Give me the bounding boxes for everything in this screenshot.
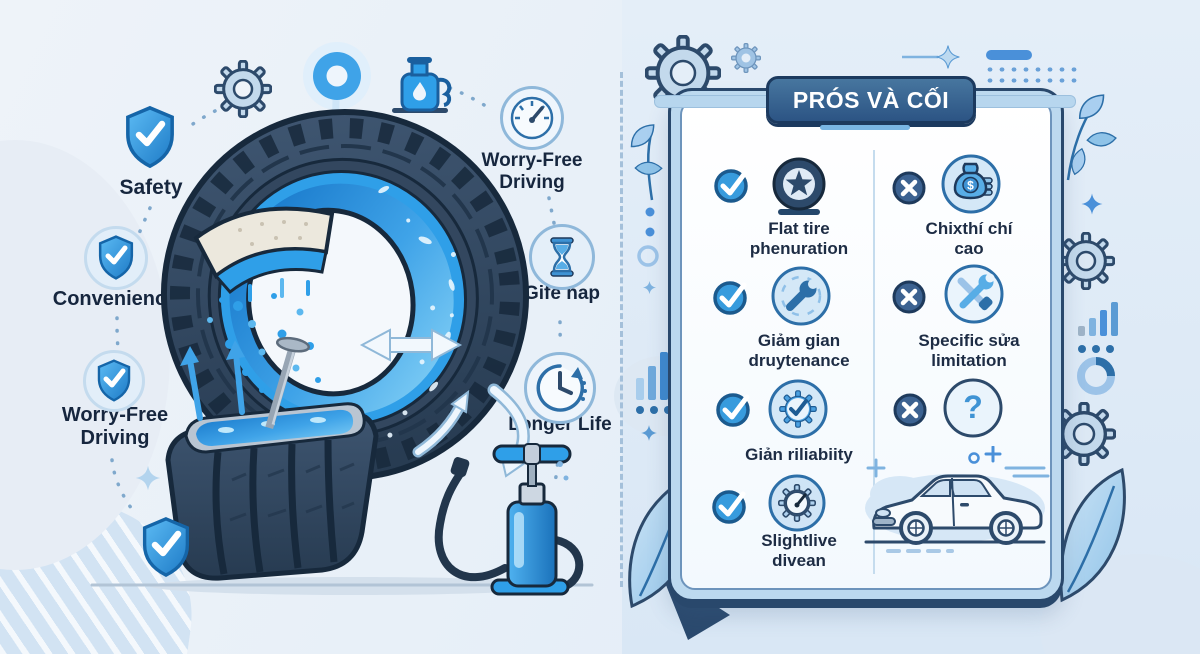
tire-wheel-icon (772, 157, 826, 215)
hourglass-icon (529, 224, 595, 290)
clock-icon (524, 352, 596, 424)
sparkle-icon (135, 465, 161, 491)
leaf-icon (1064, 94, 1117, 181)
gear-check-icon (768, 379, 828, 439)
decor-circle (637, 245, 659, 267)
plus-decor (984, 446, 1002, 463)
money-bag-icon: $ (941, 154, 1001, 214)
pro-label: Giản riliabiity (745, 445, 853, 464)
gear-gauge-icon (768, 474, 826, 532)
pro-label: Flat tire phenuration (749, 219, 849, 258)
shield-check-icon (142, 517, 190, 577)
svg-text:$: $ (967, 179, 974, 193)
speed-lines (1004, 466, 1050, 478)
tire-cross-section (165, 402, 379, 581)
shield-check-icon (83, 350, 145, 412)
car-wheel (899, 511, 933, 545)
check-icon (716, 393, 750, 427)
pros-cons-panel: Flat tire phenuration Giảm gian druytena… (668, 88, 1064, 602)
car-illustration (864, 446, 1050, 553)
escape-arrows (180, 340, 245, 421)
column-divider (873, 150, 875, 574)
pro-label: Giảm gian druytenance (748, 331, 850, 370)
decor-bar (986, 50, 1032, 60)
circle-decor (968, 452, 980, 464)
car-wheel (989, 511, 1023, 545)
svg-text:?: ? (963, 389, 983, 425)
check-icon (714, 169, 748, 203)
decor-dot (645, 207, 655, 217)
air-pump-icon (434, 443, 584, 596)
benefit-label: Worry-Free Driving (61, 404, 169, 449)
dotted-connectors (110, 86, 563, 514)
badge-underline (820, 125, 910, 130)
shield-check-icon (84, 226, 148, 290)
gear-icon (731, 43, 761, 73)
sealant-canister-icon (392, 57, 452, 113)
cross-icon (892, 280, 926, 314)
shield-check-icon (126, 106, 174, 168)
gear-icon (1057, 232, 1115, 290)
gear-icon (1052, 402, 1116, 466)
pro-label: Slightlive divean (761, 531, 837, 570)
dot-grid (984, 64, 1078, 85)
panel-header-badge: PRÓS VÀ CỐI (766, 76, 976, 124)
question-mark-icon: ? (943, 378, 1003, 438)
benefit-label: Safety (119, 176, 183, 199)
leaf-icon (1059, 467, 1126, 603)
gear-icon (645, 35, 721, 111)
cross-icon (893, 393, 927, 427)
check-icon (713, 281, 747, 315)
decor-dot (645, 227, 655, 237)
curved-arrow-up-icon (412, 389, 470, 458)
tire-cutaway-lip (193, 206, 335, 295)
tread-grooves (212, 439, 338, 575)
tire-illustration (90, 42, 594, 596)
gear-icon (214, 60, 272, 118)
feature-label: Worry-Free Driving (481, 150, 583, 193)
con-label: Specific sửa limitation (918, 331, 1020, 370)
panel-body: Flat tire phenuration Giảm gian druytena… (680, 100, 1052, 590)
crossed-tools-icon (944, 264, 1004, 324)
panel-title: PRÓS VÀ CỐI (792, 86, 950, 113)
sealant-droplets (207, 278, 321, 393)
pie-chart-icon (1077, 357, 1115, 395)
speedometer-icon (500, 86, 564, 150)
leaf-icon (630, 124, 663, 201)
check-icon (712, 490, 746, 524)
benefit-label: Convenience (52, 288, 178, 310)
plus-decor (866, 458, 886, 478)
feature-label: Gife hap (523, 283, 600, 304)
bar-chart-icon (1078, 302, 1118, 353)
sparkle-icon (1081, 193, 1103, 215)
double-arrow-icon (359, 328, 463, 362)
sparkle-icon (936, 45, 960, 69)
cross-icon (892, 171, 926, 205)
wrench-icon (771, 266, 831, 326)
dashed-divider (620, 72, 623, 587)
con-label: Chixthí chí cao (925, 219, 1013, 258)
nail-icon (265, 336, 311, 429)
feature-label: Longer Life (508, 414, 612, 435)
